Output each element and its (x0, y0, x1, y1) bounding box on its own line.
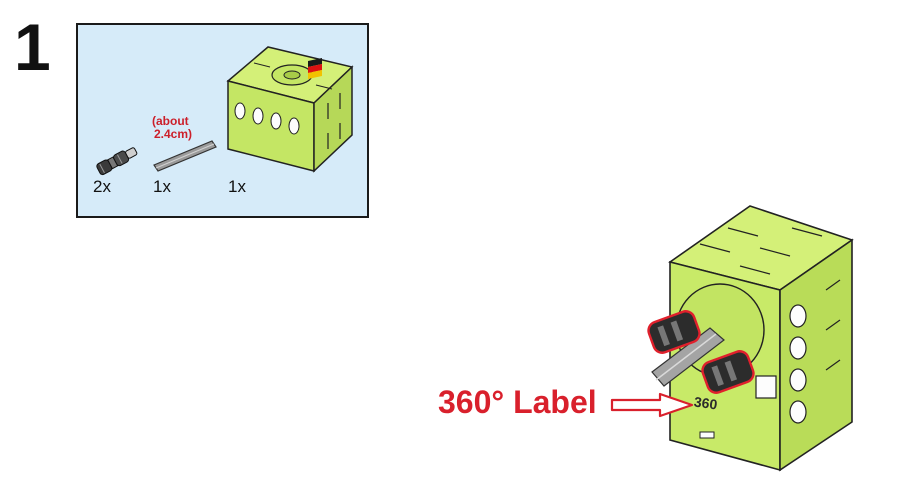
axle-length-note-line2: 2.4cm) (154, 127, 193, 141)
axle-quantity: 1x (153, 177, 171, 196)
servo-quantity: 1x (228, 177, 246, 196)
parts-list-box: (about 2.4cm) 2x 1x 1x (76, 23, 369, 218)
flag-icon (308, 58, 322, 79)
step-number: 1 (14, 10, 51, 84)
connector-peg-image (96, 147, 138, 176)
axle-image (153, 140, 217, 172)
servo-block-image (226, 46, 354, 173)
callout-label: 360° Label (438, 384, 597, 420)
axle-length-note-line1: (about (152, 114, 189, 128)
assembled-servo-image (647, 205, 854, 472)
callout-arrow-icon (610, 392, 694, 418)
servo-360-marking: 360 (693, 393, 719, 413)
connector-quantity: 2x (93, 177, 111, 196)
